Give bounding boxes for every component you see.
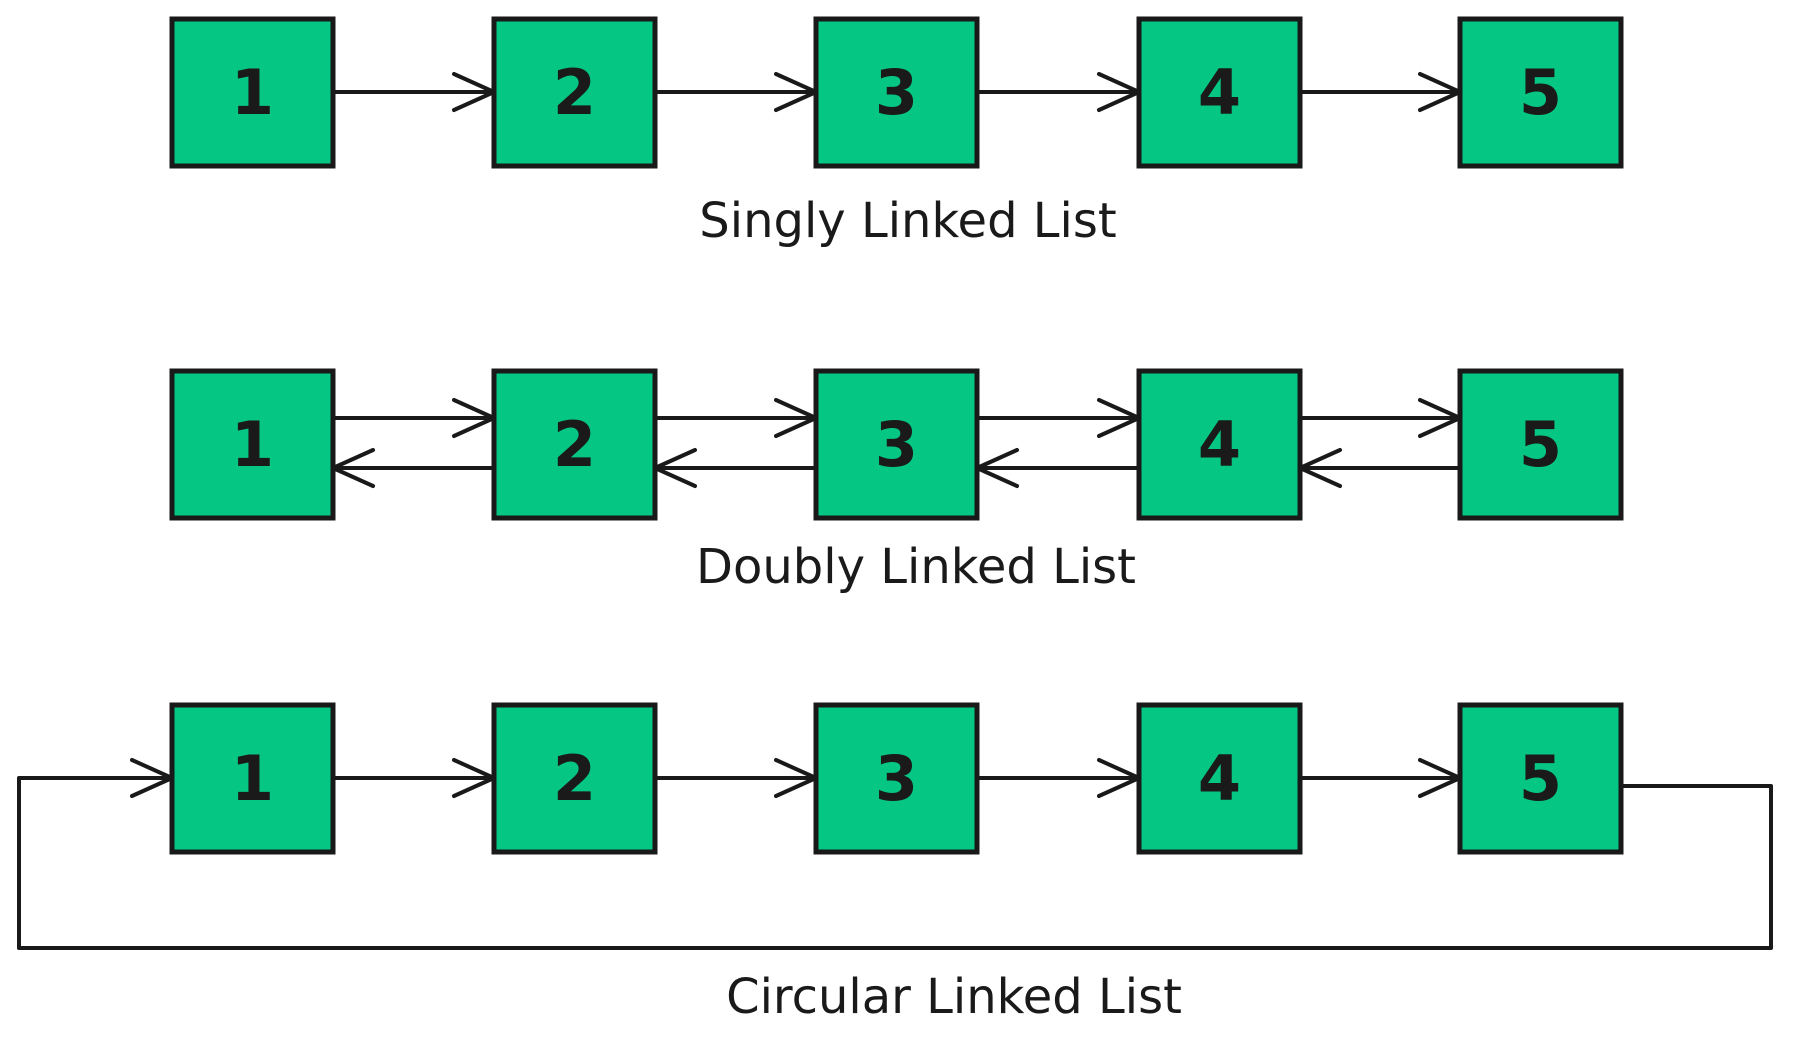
node-label: 5	[1519, 742, 1562, 815]
node-label: 4	[1198, 742, 1241, 815]
node-box	[1457, 16, 1624, 169]
node-box	[1457, 368, 1624, 521]
node-label: 5	[1519, 56, 1562, 129]
node-box	[813, 368, 980, 521]
node-label: 2	[553, 56, 596, 129]
section-title: Singly Linked List	[699, 193, 1116, 249]
node-label: 4	[1198, 56, 1241, 129]
node-box	[169, 368, 336, 521]
loop-back-arrow-line	[17, 776, 1773, 950]
node-label: 3	[875, 408, 918, 481]
node-label: 2	[553, 408, 596, 481]
node-box	[1136, 702, 1303, 855]
node-label: 1	[231, 56, 274, 129]
node-label: 2	[553, 742, 596, 815]
node-box	[1136, 16, 1303, 169]
node-box	[491, 16, 658, 169]
node-box	[491, 702, 658, 855]
section-title: Circular Linked List	[726, 969, 1182, 1025]
node-box	[169, 702, 336, 855]
node-label: 1	[231, 408, 274, 481]
section-title: Doubly Linked List	[696, 539, 1136, 595]
node-label: 1	[231, 742, 274, 815]
node-box	[1457, 702, 1624, 855]
node-box	[169, 16, 336, 169]
node-label: 3	[875, 56, 918, 129]
node-box	[813, 16, 980, 169]
node-box	[1136, 368, 1303, 521]
node-label: 4	[1198, 408, 1241, 481]
node-box	[813, 702, 980, 855]
node-box	[491, 368, 658, 521]
node-label: 5	[1519, 408, 1562, 481]
node-label: 3	[875, 742, 918, 815]
